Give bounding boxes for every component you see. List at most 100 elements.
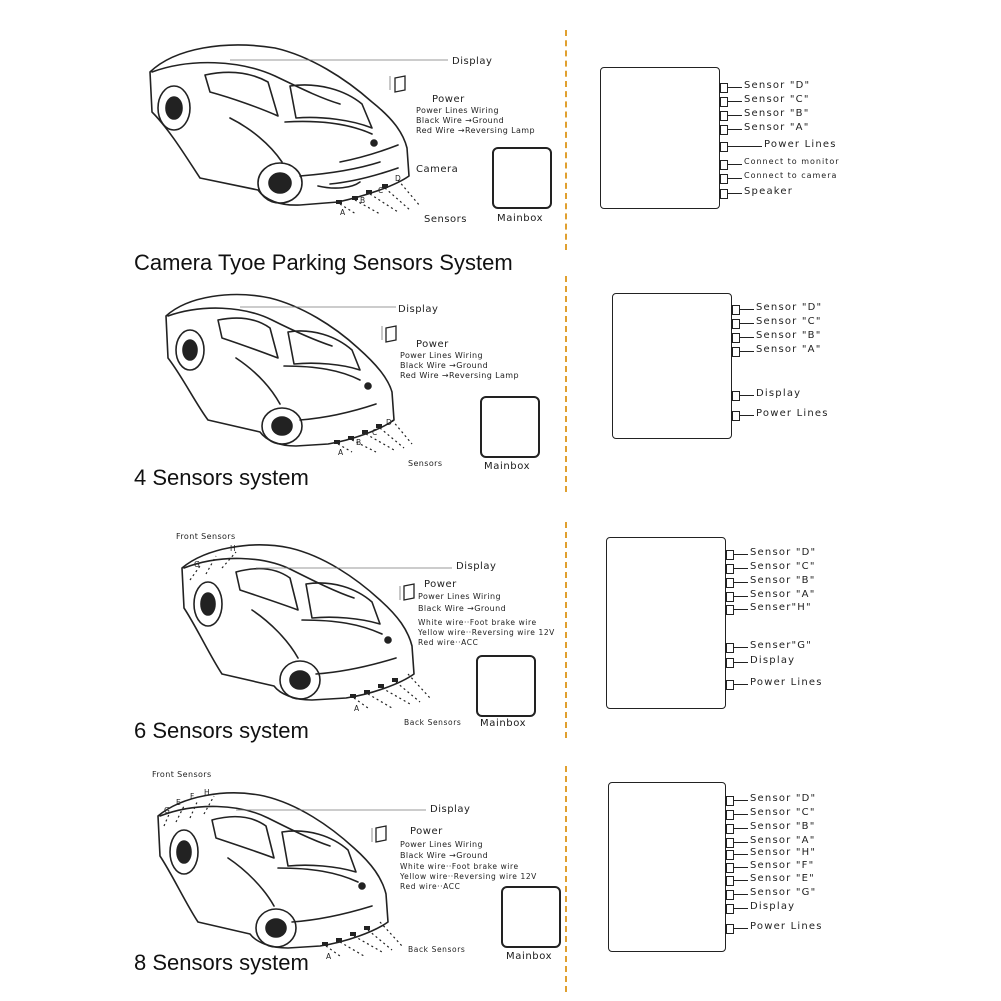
front-letter-g: G: [164, 806, 171, 815]
panel-divider: [565, 30, 567, 250]
mainbox-box: [492, 147, 552, 209]
connector-port: [720, 189, 728, 199]
connector-port: [726, 904, 734, 914]
connector-port: [732, 333, 740, 343]
label-camera: Camera: [416, 164, 459, 175]
label-white-wire: White wire··Foot brake wire: [400, 862, 519, 871]
panel-divider: [565, 766, 567, 992]
connector-port: [720, 125, 728, 135]
connector-port: [726, 838, 734, 848]
connector-lead: [740, 415, 754, 416]
label-black-wire: Black Wire →Ground: [400, 851, 489, 860]
port-label: Speaker: [744, 186, 794, 197]
connector-lead: [734, 842, 748, 843]
port-label: Sensor "C": [750, 807, 816, 818]
label-display: Display: [430, 804, 471, 815]
label-sensors: Sensors: [408, 459, 443, 468]
connector-port: [726, 578, 734, 588]
port-label: Sensor "B": [750, 575, 816, 586]
connector-lead: [734, 814, 748, 815]
connector-lead: [734, 928, 748, 929]
connector-lead: [734, 684, 748, 685]
connector-lead: [734, 867, 748, 868]
connector-lead: [734, 582, 748, 583]
sensor-letter-d: D: [386, 418, 393, 427]
label-red-wire: Red Wire →Reversing Lamp: [416, 126, 535, 135]
connector-port: [726, 890, 734, 900]
port-label: Power Lines: [750, 677, 823, 688]
label-back-sensors: Back Sensors: [404, 718, 462, 727]
label-display: Display: [456, 561, 497, 572]
port-label: Sensor "D": [744, 80, 811, 91]
sensor-letter-a: A: [340, 208, 346, 217]
port-label: Senser"G": [750, 640, 813, 651]
label-white-wire: White wire··Foot brake wire: [418, 618, 537, 627]
mainbox-box: [480, 396, 540, 458]
label-power-lines: Power Lines Wiring: [400, 840, 483, 849]
connector-lead: [734, 554, 748, 555]
label-mainbox: Mainbox: [484, 461, 531, 472]
front-letter-f: F: [190, 792, 195, 801]
port-label: Sensor "D": [750, 547, 817, 558]
label-yellow-wire: Yellow wire··Reversing wire 12V: [400, 872, 537, 881]
connector-port: [720, 142, 728, 152]
label-back-sensors: Back Sensors: [408, 945, 466, 954]
connector-lead: [740, 337, 754, 338]
label-red-wire: Red wire··ACC: [400, 882, 461, 891]
connector-port: [726, 658, 734, 668]
car-illustration: [165, 293, 413, 453]
connector-port: [726, 824, 734, 834]
label-red-wire: Red wire··ACC: [418, 638, 479, 647]
label-mainbox: Mainbox: [497, 213, 544, 224]
connector-port: [732, 319, 740, 329]
label-black-wire: Black Wire →Ground: [418, 604, 507, 613]
car-illustration: [149, 44, 448, 215]
connector-lead: [728, 193, 742, 194]
connector-port: [720, 174, 728, 184]
connector-port: [732, 391, 740, 401]
connector-lead: [728, 146, 762, 147]
port-label: Sensor "E": [750, 873, 815, 884]
connector-lead: [734, 828, 748, 829]
control-unit: [606, 537, 726, 709]
sensor-letter-d: D: [395, 174, 402, 183]
front-letter-g: G: [194, 560, 201, 569]
label-power: Power: [432, 94, 465, 105]
label-display: Display: [452, 56, 493, 67]
panel-camera: Display Power Power Lines Wiring Black W…: [0, 0, 1001, 275]
connector-lead: [740, 309, 754, 310]
label-black-wire: Black Wire →Ground: [416, 116, 505, 125]
car-illustration: [181, 544, 452, 709]
connector-port: [720, 111, 728, 121]
label-mainbox: Mainbox: [506, 951, 553, 962]
connector-lead: [740, 351, 754, 352]
connector-lead: [734, 894, 748, 895]
label-power-lines: Power Lines Wiring: [400, 351, 483, 360]
sensor-letter-c: C: [372, 428, 378, 437]
control-unit: [612, 293, 732, 439]
panel-divider: [565, 522, 567, 738]
connector-port: [726, 876, 734, 886]
connector-port: [726, 550, 734, 560]
label-yellow-wire: Yellow wire··Reversing wire 12V: [418, 628, 555, 637]
port-label: Sensor "A": [750, 835, 816, 846]
sensor-letter-a: A: [354, 704, 360, 713]
connector-port: [726, 680, 734, 690]
connector-port: [726, 850, 734, 860]
connector-lead: [728, 164, 742, 165]
label-red-wire: Red Wire →Reversing Lamp: [400, 371, 519, 380]
connector-lead: [734, 662, 748, 663]
panel-divider: [565, 276, 567, 492]
connector-port: [726, 564, 734, 574]
port-label: Sensor "B": [750, 821, 816, 832]
port-label: Sensor "A": [756, 344, 822, 355]
label-power: Power: [410, 826, 443, 837]
port-label: Senser"H": [750, 602, 812, 613]
front-letter-e: E: [176, 798, 182, 807]
sensor-letter-a: A: [326, 952, 332, 961]
port-label: Power Lines: [750, 921, 823, 932]
car-illustration: [157, 792, 426, 957]
port-label: Sensor "D": [756, 302, 823, 313]
port-label: Sensor "A": [750, 589, 816, 600]
